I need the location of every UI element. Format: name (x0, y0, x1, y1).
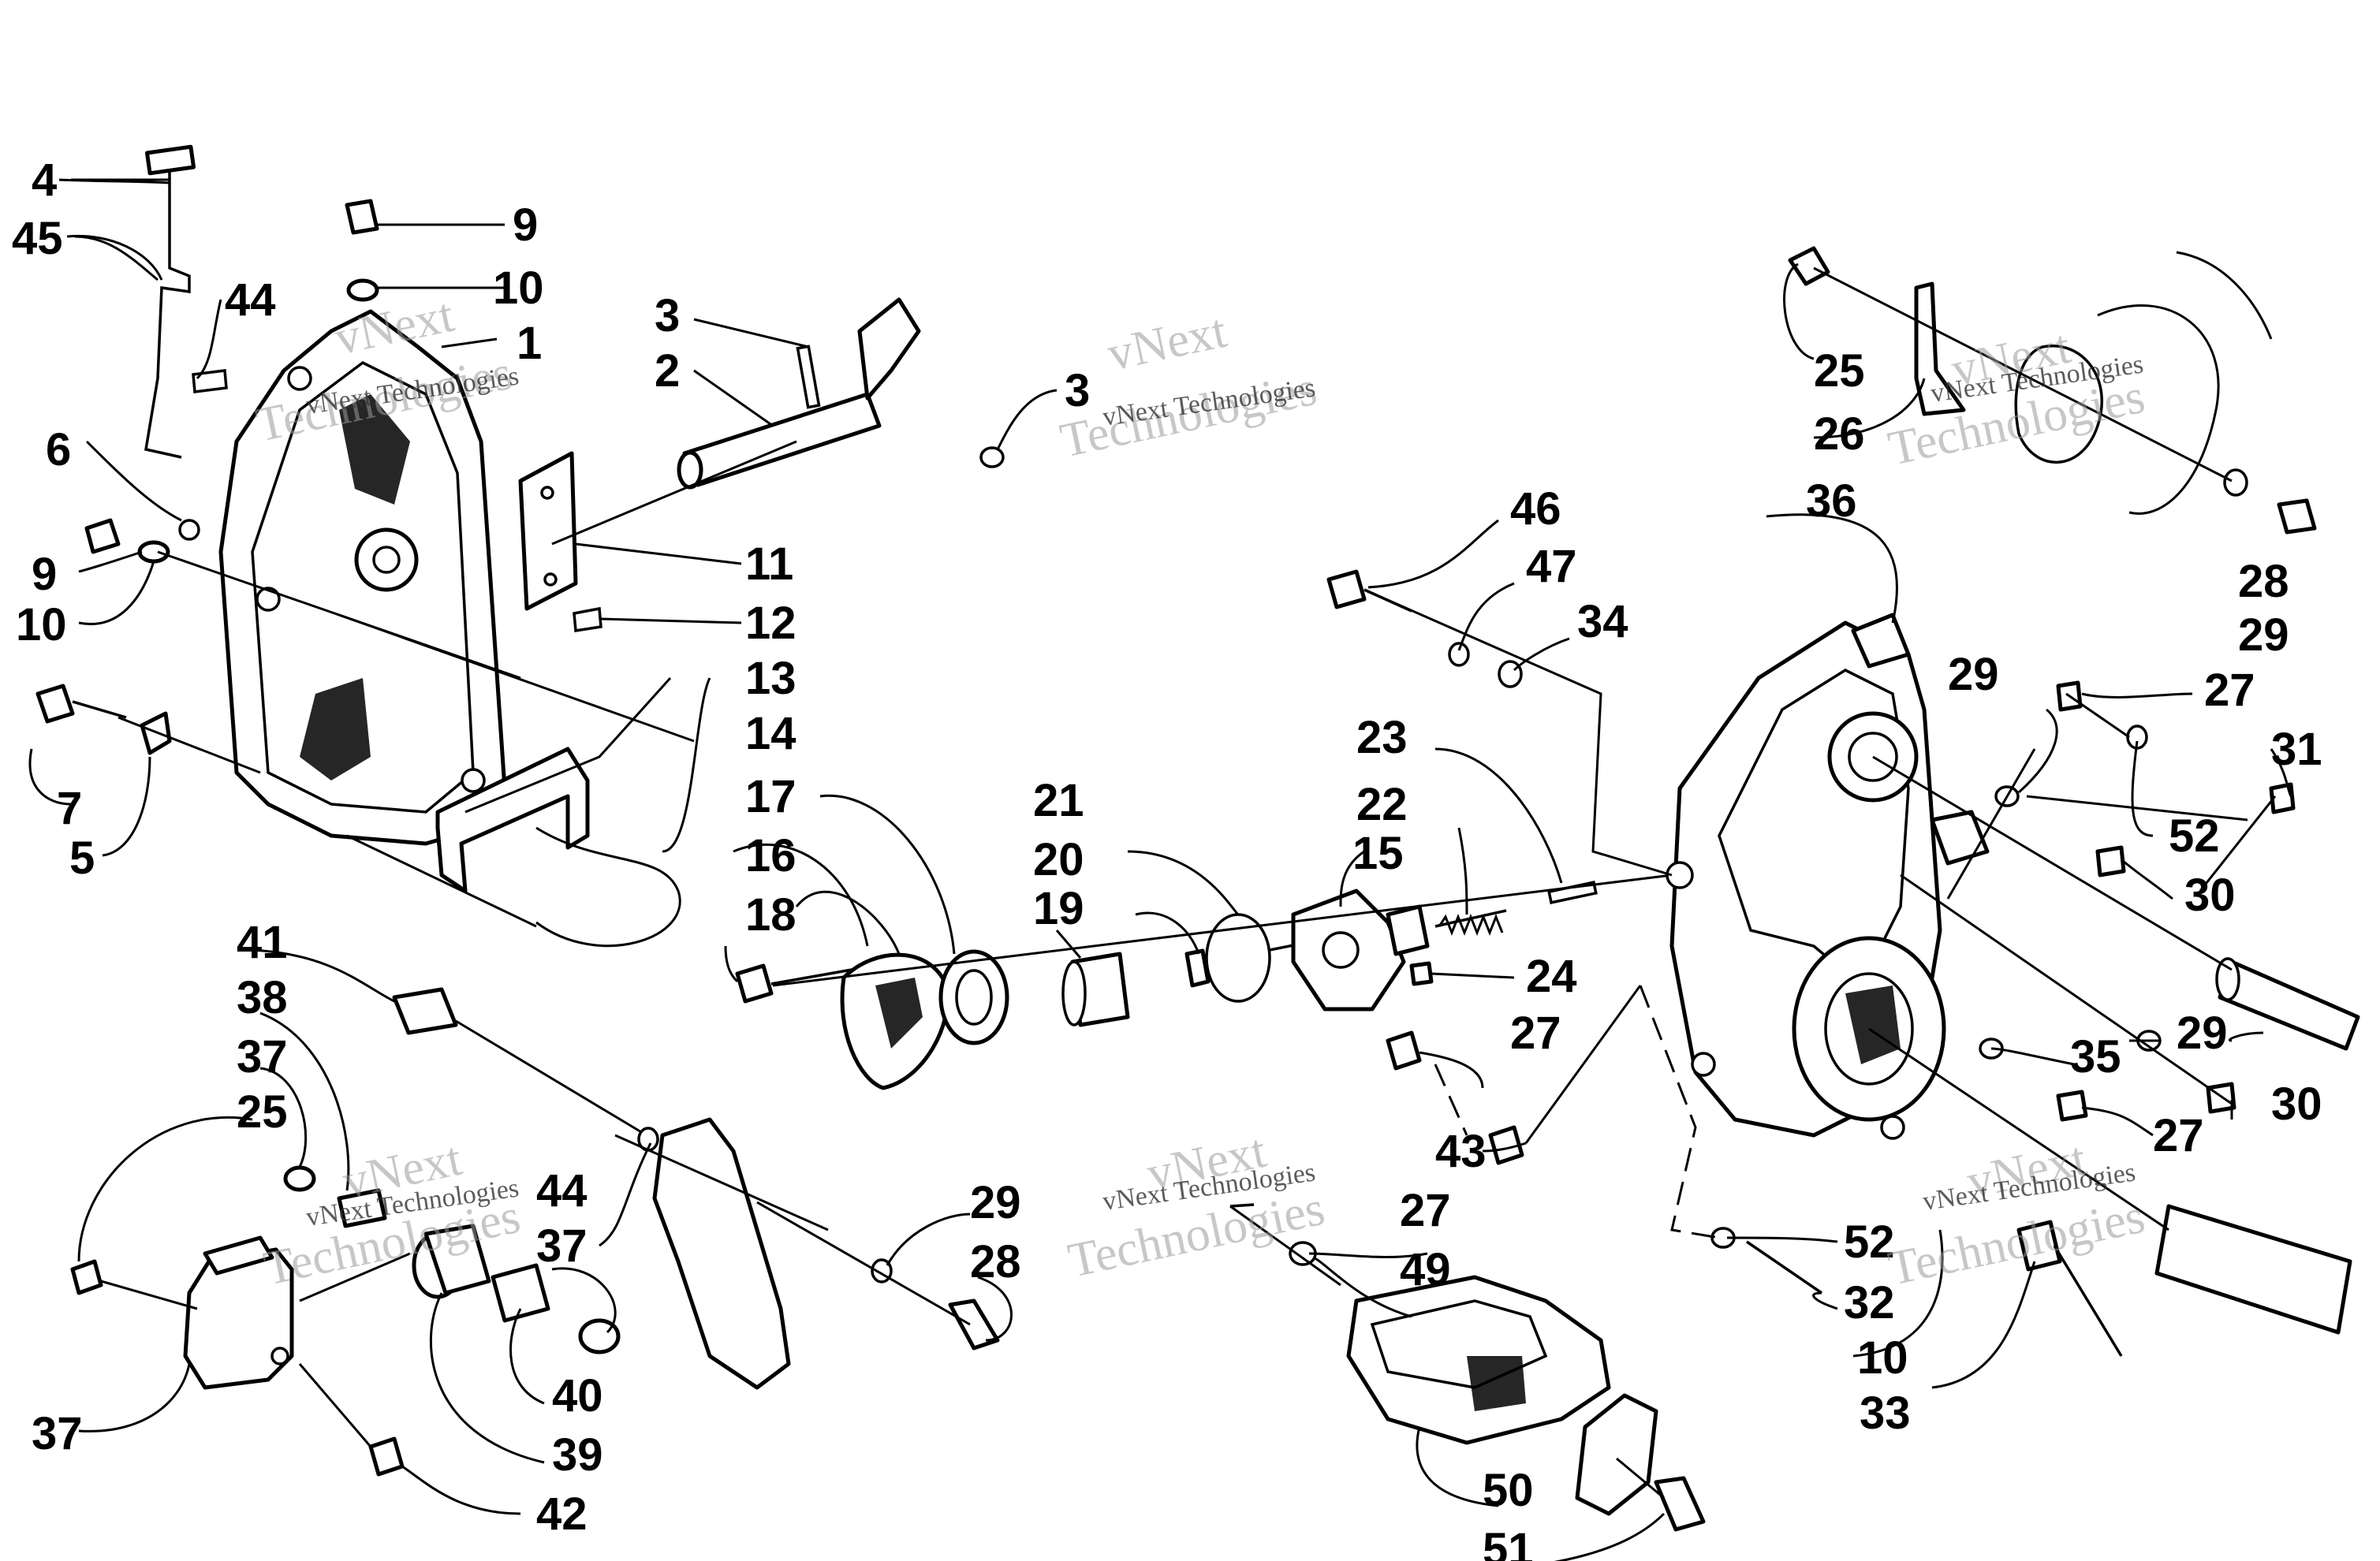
callout-52a: 52 (2169, 810, 2220, 862)
callout-32: 32 (1844, 1277, 1895, 1328)
callout-10b: 10 (16, 599, 67, 650)
callout-27d: 27 (1400, 1185, 1451, 1236)
chaincase-cover (218, 309, 507, 846)
callout-45: 44 (225, 274, 276, 326)
callout-42: 42 (536, 1488, 588, 1540)
watermark-large-2: vNext (1103, 304, 1231, 382)
callout-37a: 37 (536, 1220, 588, 1272)
callout-50: 50 (1483, 1465, 1534, 1516)
callout-22: 22 (1356, 779, 1408, 830)
callout-2: 2 (655, 345, 680, 397)
callout-36: 37 (32, 1408, 83, 1459)
gearcase-top-bolt (1326, 569, 1673, 877)
callout-30a: 30 (2184, 870, 2236, 921)
shift-shaft (677, 297, 1005, 490)
callout-1: 1 (517, 318, 542, 369)
callout-41: 41 (237, 917, 288, 968)
tensioner-stack (735, 874, 1673, 1090)
callout-4: 3 (655, 290, 680, 341)
callout-48: 47 (1526, 541, 1577, 592)
callout-29a: 29 (2238, 609, 2289, 661)
callout-10a: 10 (493, 263, 544, 314)
callout-51: 51 (1483, 1524, 1534, 1561)
callout-40: 40 (552, 1370, 603, 1421)
callout-47: 46 (1510, 483, 1561, 535)
callout-7: 5 (69, 833, 95, 884)
callout-46: 45 (12, 213, 63, 264)
tensioner-block-group (1229, 1203, 1706, 1532)
callout-27b: 27 (2153, 1110, 2204, 1161)
callout-25a: 25 (1814, 345, 1865, 397)
callout-44: 44 (536, 1165, 588, 1216)
callout-29c: 29 (2177, 1008, 2228, 1059)
callout-13: 13 (745, 653, 796, 704)
callout-5: 4 (32, 155, 57, 206)
callout-15: 15 (1352, 828, 1404, 879)
gearcase-housing (1666, 613, 1990, 1140)
callout-labels: 4 45 44 9 10 1 6 9 10 7 5 3 2 3 11 12 13… (12, 155, 2322, 1561)
callout-30b: 30 (2271, 1079, 2322, 1130)
callout-29d: 29 (970, 1177, 1021, 1228)
callout-29b: 29 (1948, 649, 1999, 700)
callout-43: 43 (1435, 1126, 1487, 1177)
callout-28b: 28 (970, 1236, 1021, 1287)
callout-6: 6 (46, 424, 71, 475)
leader-lines (28, 178, 2292, 1561)
callout-39: 39 (552, 1429, 603, 1481)
callout-11: 11 (745, 538, 793, 590)
callout-9b: 9 (32, 549, 57, 600)
callout-34a: 34 (1577, 596, 1628, 647)
callout-27c: 27 (1510, 1008, 1561, 1059)
idler-arm-group (70, 987, 1000, 1477)
callout-38: 38 (237, 972, 288, 1023)
brake-bracket-group (1788, 246, 2317, 535)
callout-52b: 52 (1844, 1216, 1895, 1268)
callout-12: 12 (745, 598, 796, 649)
callout-27a: 27 (2204, 665, 2255, 716)
callout-8: 7 (57, 783, 82, 834)
sensor-bracket (58, 144, 196, 459)
callout-24: 24 (1526, 951, 1577, 1002)
callout-21: 21 (1033, 775, 1084, 826)
callout-9a: 9 (513, 199, 538, 251)
callout-3: 3 (1065, 365, 1090, 416)
right-shafts (1639, 680, 2360, 1357)
callout-28a: 28 (2238, 556, 2289, 607)
center-right-nuts (1386, 985, 1642, 1165)
bracket-and-wire (435, 747, 681, 948)
callout-33: 33 (1860, 1388, 1911, 1439)
callout-49: 49 (1400, 1244, 1451, 1295)
callout-19: 19 (1033, 883, 1084, 934)
callout-23: 23 (1356, 712, 1408, 763)
callout-25b: 25 (237, 1086, 288, 1138)
callout-20: 20 (1033, 834, 1084, 885)
callout-37b: 37 (237, 1031, 288, 1082)
watermark-large-1: vNext (330, 289, 458, 366)
cover-plate (518, 451, 578, 611)
callout-14: 14 (745, 708, 796, 759)
callout-34b: 35 (2070, 1031, 2121, 1082)
callout-26: 26 (1814, 408, 1865, 460)
callout-16: 16 (745, 830, 796, 881)
callout-17: 17 (745, 771, 796, 822)
callout-35: 36 (1806, 475, 1857, 527)
callout-10c: 10 (1857, 1332, 1908, 1384)
left-axis-lines (118, 440, 797, 928)
callout-31: 31 (2271, 724, 2322, 775)
callout-18: 18 (745, 889, 796, 941)
left-hardware (35, 199, 602, 755)
